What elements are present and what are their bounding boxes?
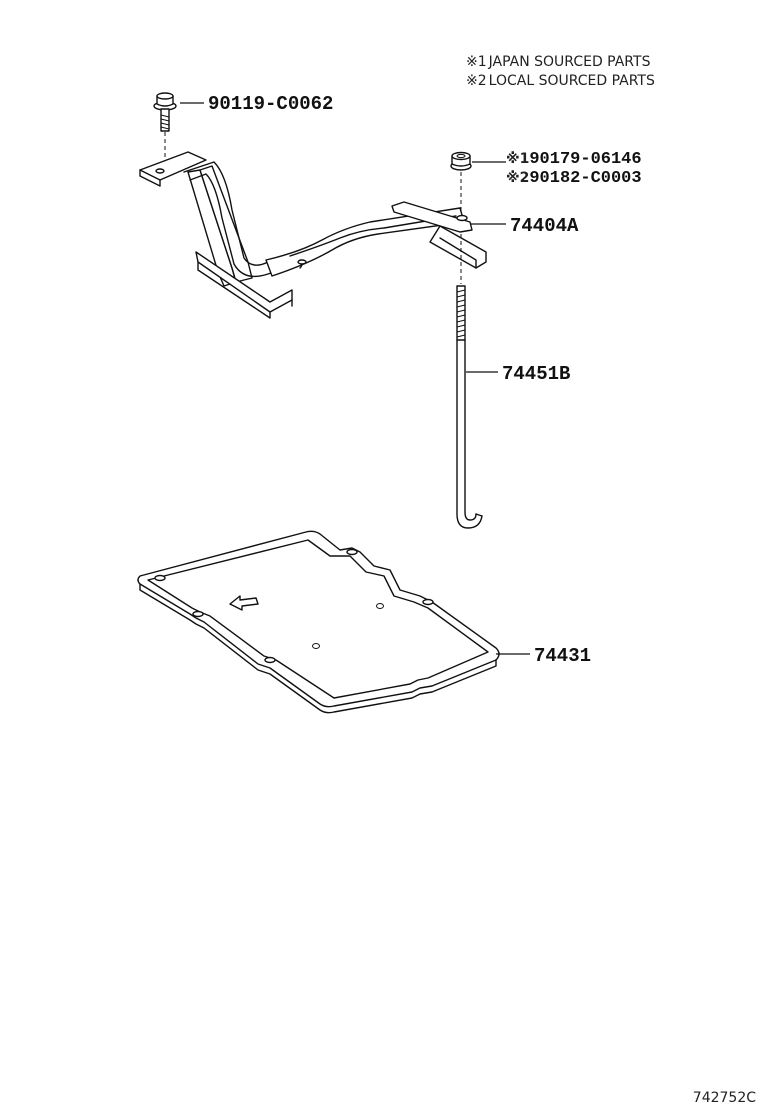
tray-part-number: 74431 (534, 645, 591, 667)
bolt-part-number: 90119-C0062 (208, 93, 333, 115)
tray-drawing (137, 530, 500, 714)
rod-part-number: 74451B (502, 363, 570, 385)
diagram-reference-code: 742752C (693, 1090, 756, 1106)
nut-variant-2: ※290182-C0003 (506, 169, 642, 188)
rod-drawing (456, 285, 483, 529)
nut-drawing (450, 151, 472, 171)
nut-variant-1: ※190179-06146 (506, 150, 642, 169)
clamp-part-number: 74404A (510, 215, 579, 237)
clamp-drawing (139, 151, 487, 319)
bolt-drawing (153, 92, 177, 168)
